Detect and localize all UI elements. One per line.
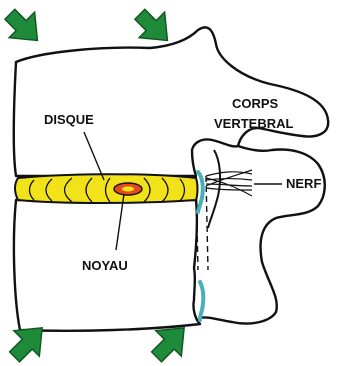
label-vertebral: VERTEBRAL	[214, 116, 294, 131]
label-disque: DISQUE	[44, 112, 94, 127]
label-noyau: NOYAU	[82, 258, 128, 273]
nerve-root-lower	[200, 282, 203, 320]
down-arrow-icon	[0, 1, 50, 53]
nerve-root-upper	[198, 172, 203, 212]
intervertebral-disc	[15, 174, 198, 203]
label-corps: CORPS	[232, 96, 279, 111]
canal-line	[206, 176, 208, 270]
nerve-fibers	[206, 170, 252, 196]
upper-vertebra	[14, 27, 329, 176]
label-nerf: NERF	[286, 176, 321, 191]
